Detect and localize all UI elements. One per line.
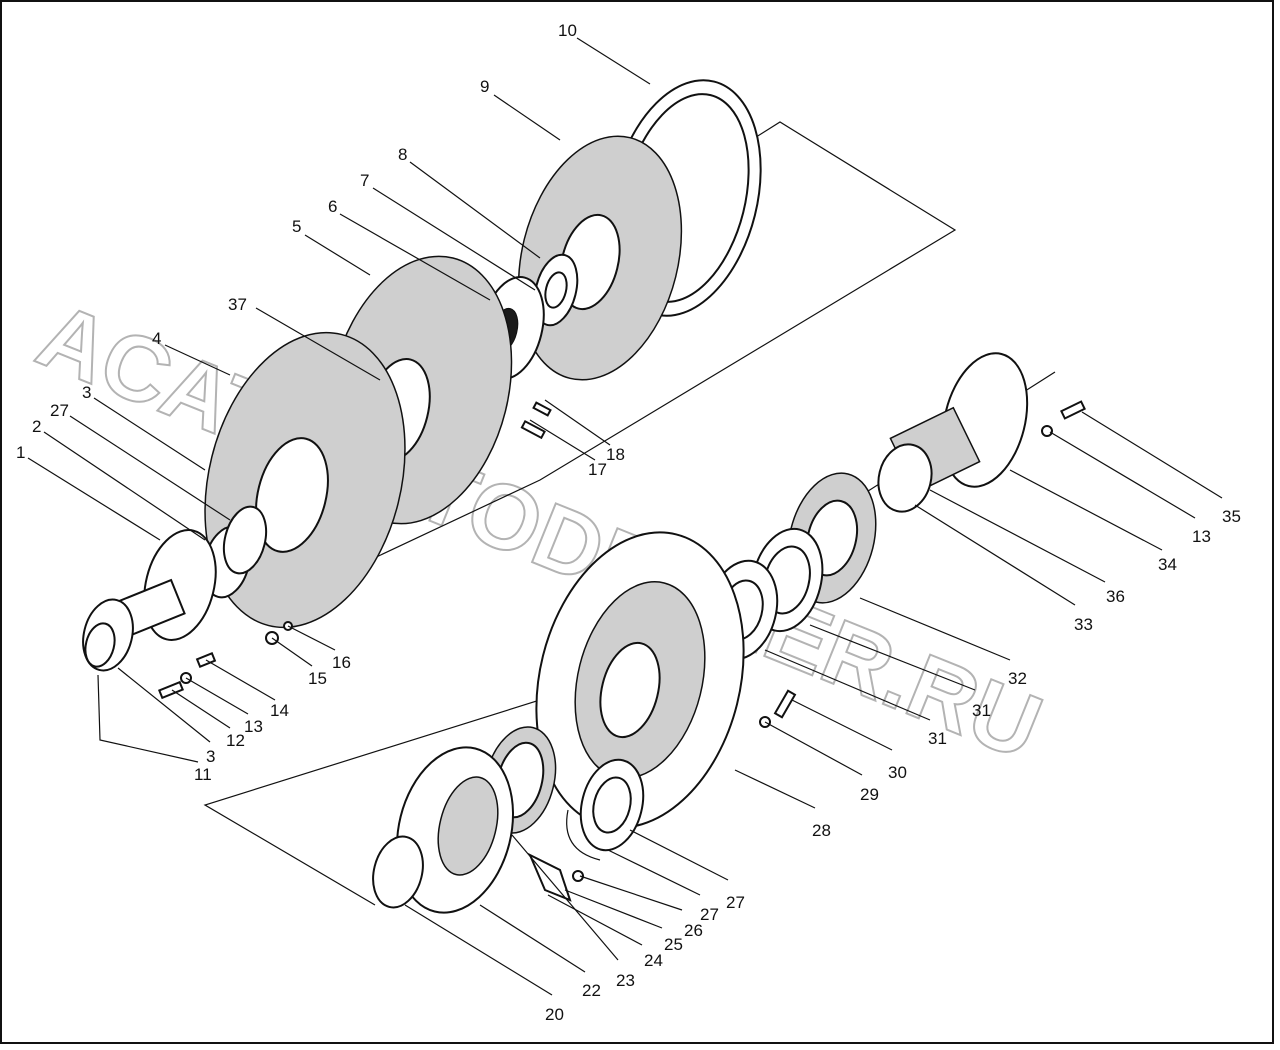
callout-17: 17 xyxy=(588,460,607,479)
callout-37: 37 xyxy=(228,295,247,314)
callout-24: 24 xyxy=(644,951,663,970)
callout-33: 33 xyxy=(1074,615,1093,634)
callout-22: 22 xyxy=(582,981,601,1000)
callout-3-upper: 3 xyxy=(82,383,91,402)
callout-1: 1 xyxy=(16,443,25,462)
callout-11: 11 xyxy=(194,765,212,784)
part-35-bolt xyxy=(1041,400,1086,437)
callout-12: 12 xyxy=(226,731,245,750)
callout-9: 9 xyxy=(480,77,489,96)
callout-2: 2 xyxy=(32,417,41,436)
part-22-freewheel xyxy=(395,746,515,914)
callout-13-right: 13 xyxy=(1192,527,1211,546)
callout-35: 35 xyxy=(1222,507,1241,526)
part-17-18-studs xyxy=(520,401,552,440)
part-11-nut xyxy=(82,598,134,672)
part-bolts-left xyxy=(158,621,293,700)
callouts: 10 9 8 7 6 5 37 4 3 27 2 1 18 17 16 15 1 xyxy=(16,21,1241,1024)
callout-7: 7 xyxy=(360,171,369,190)
callout-29: 29 xyxy=(860,785,879,804)
callout-27-right-a: 27 xyxy=(726,893,745,912)
callout-25: 25 xyxy=(664,935,683,954)
callout-32: 32 xyxy=(1008,669,1027,688)
callout-26: 26 xyxy=(684,921,703,940)
callout-8: 8 xyxy=(398,145,407,164)
callout-31-lower: 31 xyxy=(928,729,947,748)
callout-30: 30 xyxy=(888,763,907,782)
callout-31-upper: 31 xyxy=(972,701,991,720)
callout-27-left: 27 xyxy=(50,401,69,420)
callout-5: 5 xyxy=(292,217,301,236)
callout-14: 14 xyxy=(270,701,289,720)
part-27-retainer xyxy=(566,758,645,861)
callout-10: 10 xyxy=(558,21,577,40)
callout-36: 36 xyxy=(1106,587,1125,606)
callout-23: 23 xyxy=(616,971,635,990)
callout-18: 18 xyxy=(606,445,625,464)
callout-4: 4 xyxy=(152,329,161,348)
part-24-key xyxy=(528,852,584,902)
callout-15: 15 xyxy=(308,669,327,688)
callout-34: 34 xyxy=(1158,555,1177,574)
callout-27-right-b: 27 xyxy=(700,905,719,924)
callout-3-lower: 3 xyxy=(206,747,215,766)
part-20-snap-ring xyxy=(372,835,424,909)
callout-16: 16 xyxy=(332,653,351,672)
callout-28: 28 xyxy=(812,821,831,840)
callout-6: 6 xyxy=(328,197,337,216)
callout-13-left: 13 xyxy=(244,717,263,736)
part-34-output-shaft xyxy=(877,352,1029,513)
callout-20: 20 xyxy=(545,1005,564,1024)
